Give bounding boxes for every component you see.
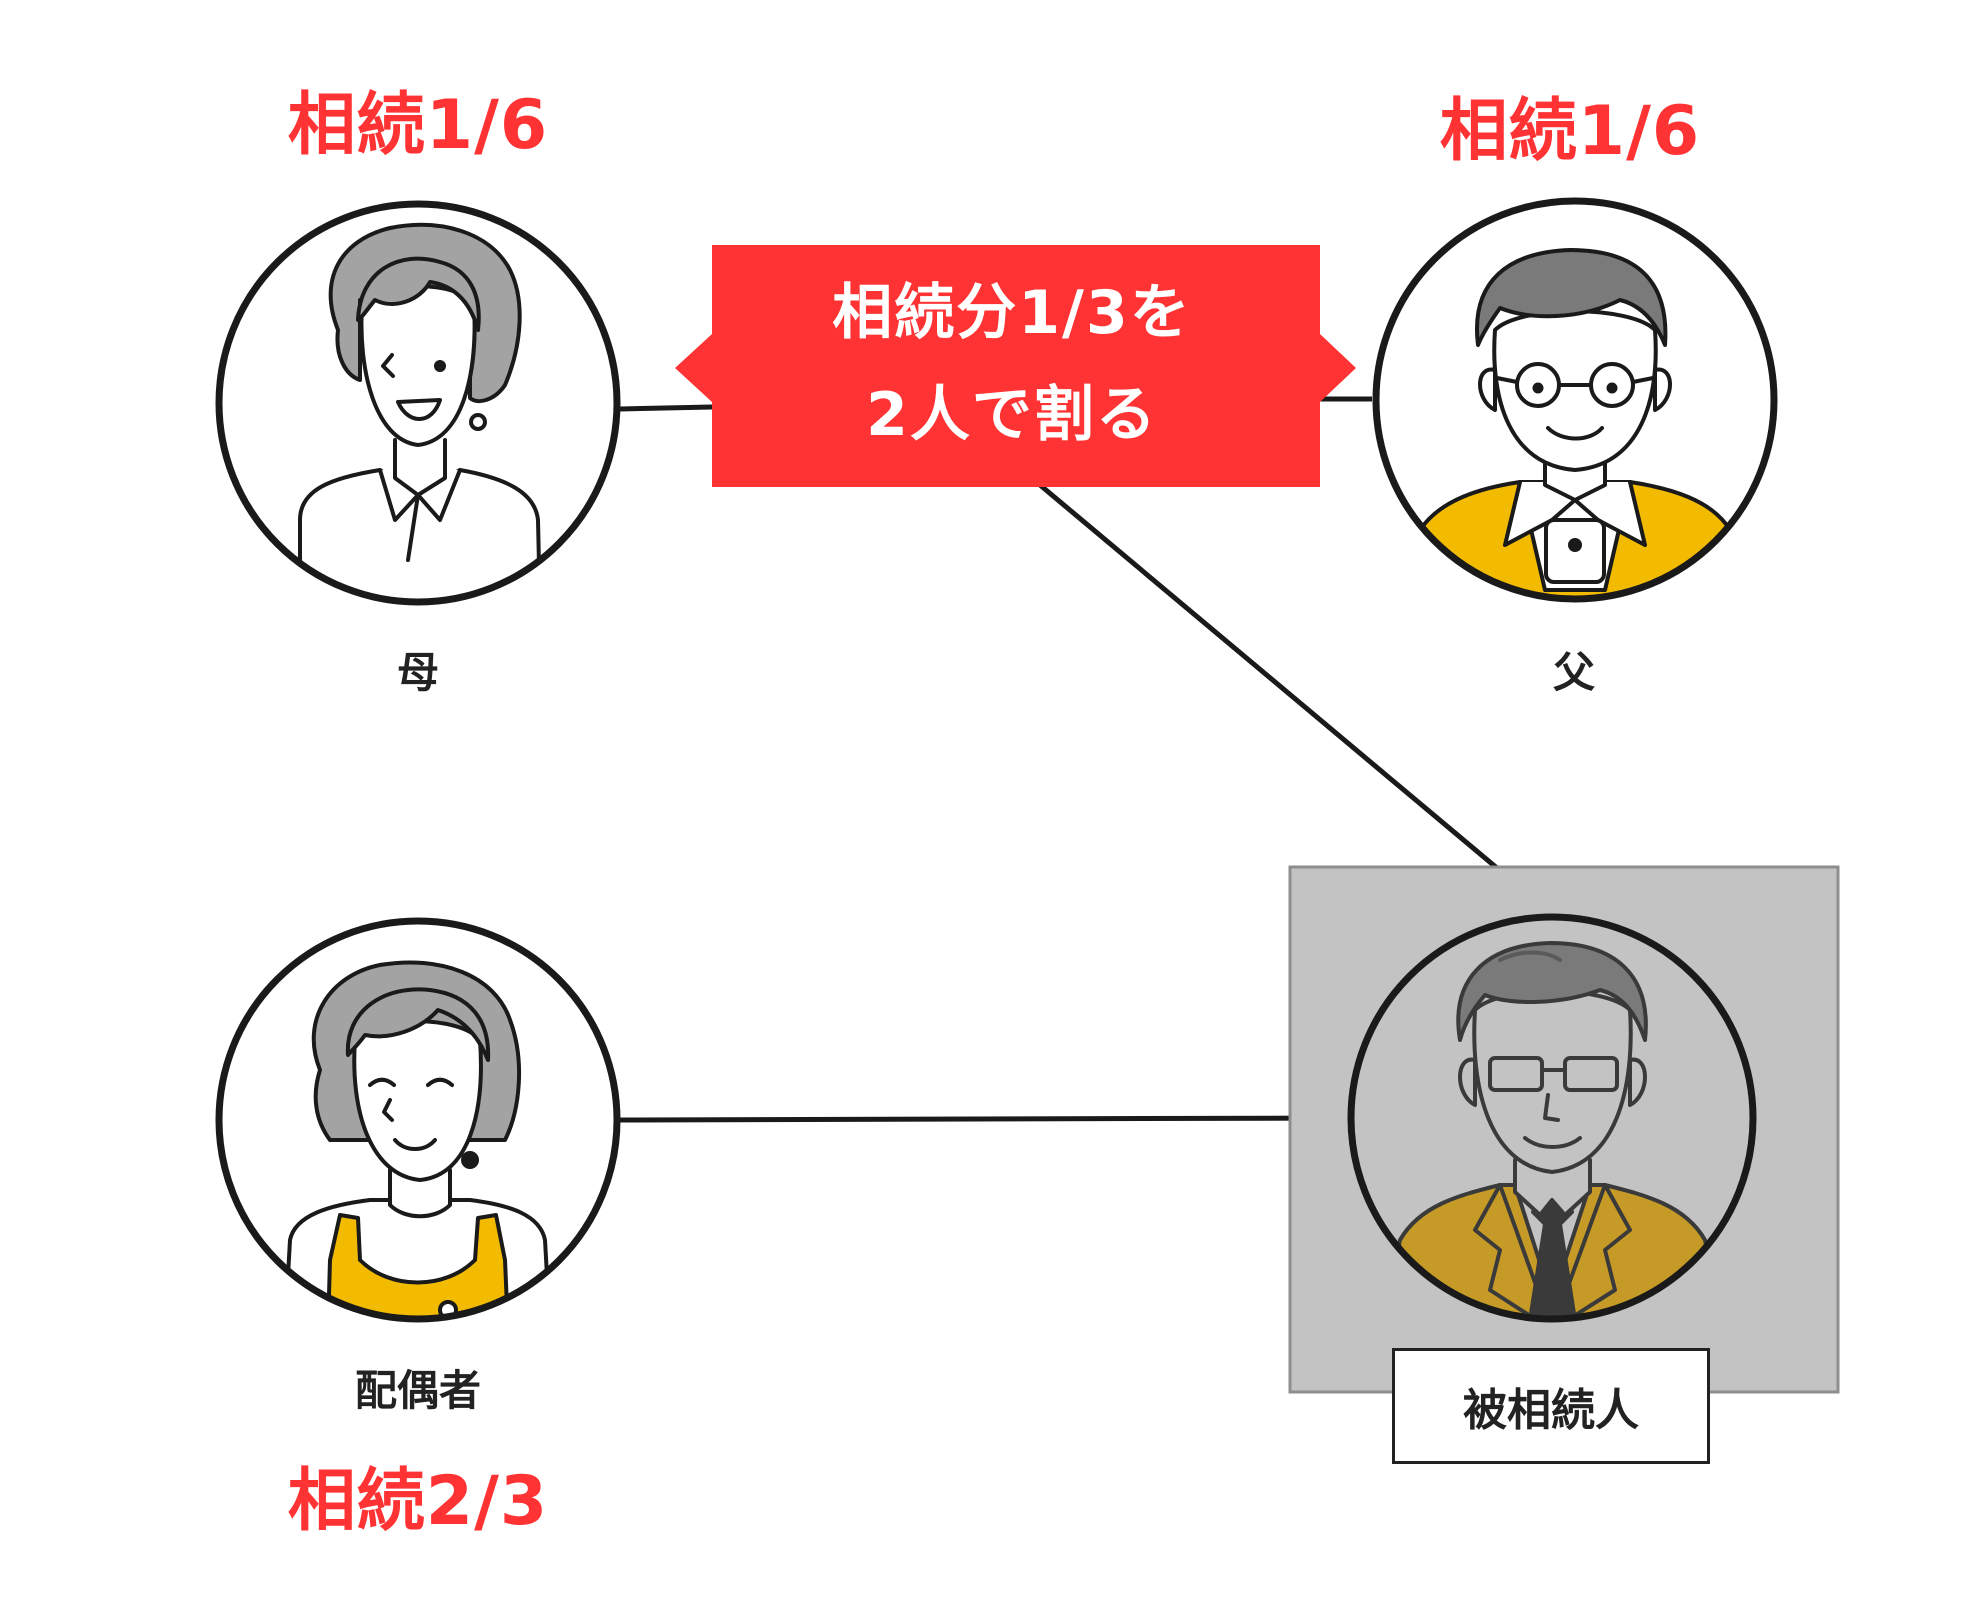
- mother-label: 母: [396, 648, 439, 697]
- line-callout-decedent: [1038, 483, 1555, 917]
- line-spouse-decedent: [619, 1115, 1346, 1123]
- spouse-share-text: 相続2/3: [287, 1462, 549, 1541]
- father-node: [1372, 197, 1778, 603]
- spouse-label: 配偶者: [354, 1366, 481, 1415]
- callout-banner: [675, 245, 1356, 487]
- decedent-label: 被相続人: [1392, 1348, 1710, 1464]
- father-share-text: 相続1/6: [1439, 92, 1701, 171]
- callout-line-1: 相続分1/3を: [832, 278, 1192, 348]
- mother-node: [215, 200, 621, 606]
- line-mother-callout: [619, 404, 713, 412]
- spouse-node: [215, 917, 621, 1323]
- elderly-woman-icon: [298, 222, 542, 602]
- callout-text: 相続分1/3を 2人で割る: [712, 262, 1312, 466]
- mother-share-text: 相続1/6: [287, 86, 549, 165]
- father-label: 父: [1552, 648, 1595, 697]
- woman-apron-icon: [283, 960, 552, 1319]
- decedent-node: [1347, 913, 1757, 1323]
- callout-line-2: 2人で割る: [866, 380, 1158, 450]
